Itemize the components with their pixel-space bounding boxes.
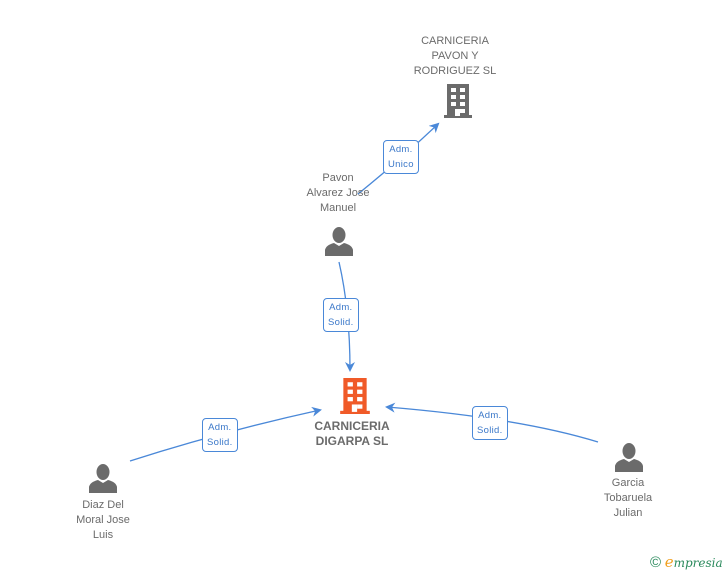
edge-label-adm-solid[interactable]: Adm. Solid. <box>202 418 238 452</box>
main-company-label[interactable]: CARNICERIA DIGARPA SL <box>300 419 404 449</box>
person-diaz-label[interactable]: Diaz Del Moral Jose Luis <box>55 498 151 543</box>
edge-label-adm-solid[interactable]: Adm. Solid. <box>323 298 359 332</box>
edge-label-line: Unico <box>388 159 414 170</box>
person-pavon-label-line: Alvarez Jose <box>306 187 370 199</box>
person-icon[interactable] <box>88 463 118 493</box>
edge-label-line: Solid. <box>328 317 354 328</box>
person-garcia-label-line: Tobaruela <box>603 492 653 504</box>
person-garcia-label-line: Garcia <box>611 477 645 489</box>
person-diaz-label-line: Moral Jose <box>76 514 130 526</box>
building-icon[interactable] <box>442 84 474 118</box>
copyright-icon: © <box>650 554 662 571</box>
person-garcia-label[interactable]: Garcia Tobaruela Julian <box>580 476 676 521</box>
empresia-logo[interactable]: © empresia <box>650 553 723 571</box>
logo-text: mpresia <box>673 556 723 570</box>
person-icon[interactable] <box>614 442 644 472</box>
edge-label-line: Adm. <box>389 144 413 155</box>
edge-label-line: Solid. <box>477 425 503 436</box>
person-icon[interactable] <box>324 226 354 256</box>
main-company-label-line: CARNICERIA <box>314 419 390 433</box>
person-pavon-label-line: Manuel <box>319 202 357 214</box>
edge-label-line: Adm. <box>208 422 232 433</box>
company-pavon-label[interactable]: CARNICERIA PAVON Y RODRIGUEZ SL <box>395 34 515 79</box>
edge-label-line: Solid. <box>207 437 233 448</box>
building-icon[interactable] <box>338 378 372 414</box>
company-pavon-label-line: RODRIGUEZ SL <box>413 65 497 77</box>
main-company-label-line: DIGARPA SL <box>315 434 389 448</box>
person-pavon-label[interactable]: Pavon Alvarez Jose Manuel <box>290 171 386 216</box>
logo-initial: e <box>664 553 674 571</box>
edge-label-adm-unico[interactable]: Adm. Unico <box>383 140 419 174</box>
person-diaz-label-line: Luis <box>92 529 114 541</box>
person-diaz-label-line: Diaz Del <box>82 499 124 511</box>
company-pavon-label-line: PAVON Y <box>431 50 479 62</box>
edge-label-adm-solid[interactable]: Adm. Solid. <box>472 406 508 440</box>
company-pavon-label-line: CARNICERIA <box>421 35 489 47</box>
edge-label-line: Adm. <box>478 410 502 421</box>
edge-label-line: Adm. <box>329 302 353 313</box>
person-pavon-label-line: Pavon <box>322 172 354 184</box>
person-garcia-label-line: Julian <box>613 507 643 519</box>
